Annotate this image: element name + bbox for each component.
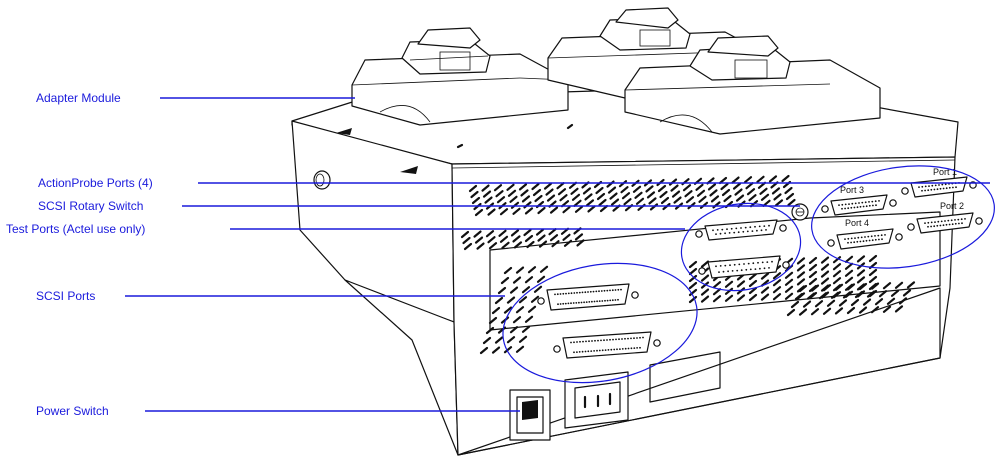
- scsi-rotary-switch-dial: [791, 203, 809, 221]
- label-plate: [649, 351, 721, 403]
- dsub-connector: [901, 176, 977, 198]
- port4-label: Port 4: [845, 218, 869, 228]
- scsi-ports-highlight: [502, 262, 698, 384]
- test-ports-highlight: [680, 202, 802, 292]
- port1-label: Port 1: [933, 167, 957, 177]
- port2-label: Port 2: [940, 201, 964, 211]
- dsub-connector: [907, 212, 983, 234]
- dsub-connector: [553, 331, 661, 359]
- test-ports-callout: Test Ports (Actel use only): [6, 222, 146, 236]
- dsub-connector: [698, 255, 790, 279]
- adapter-module-right: [624, 35, 881, 135]
- actionprobe-ports-highlight: [811, 165, 995, 269]
- actionprobe-ports-callout: ActionProbe Ports (4): [38, 176, 153, 190]
- scsi-ports-callout: SCSI Ports: [36, 289, 96, 303]
- connectors: [537, 176, 983, 359]
- dsub-connector: [827, 228, 903, 250]
- power-switch-callout: Power Switch: [36, 404, 109, 418]
- power-switch: [509, 389, 551, 441]
- adapter-module-left: [351, 27, 569, 126]
- port3-label: Port 3: [840, 185, 864, 195]
- dsub-connector: [537, 283, 639, 311]
- ac-power-socket: [564, 371, 629, 429]
- adapter-module-callout: Adapter Module: [36, 91, 121, 105]
- scsi-rotary-switch-callout: SCSI Rotary Switch: [38, 199, 144, 213]
- dsub-connector: [695, 219, 787, 241]
- dsub-connector: [821, 194, 897, 216]
